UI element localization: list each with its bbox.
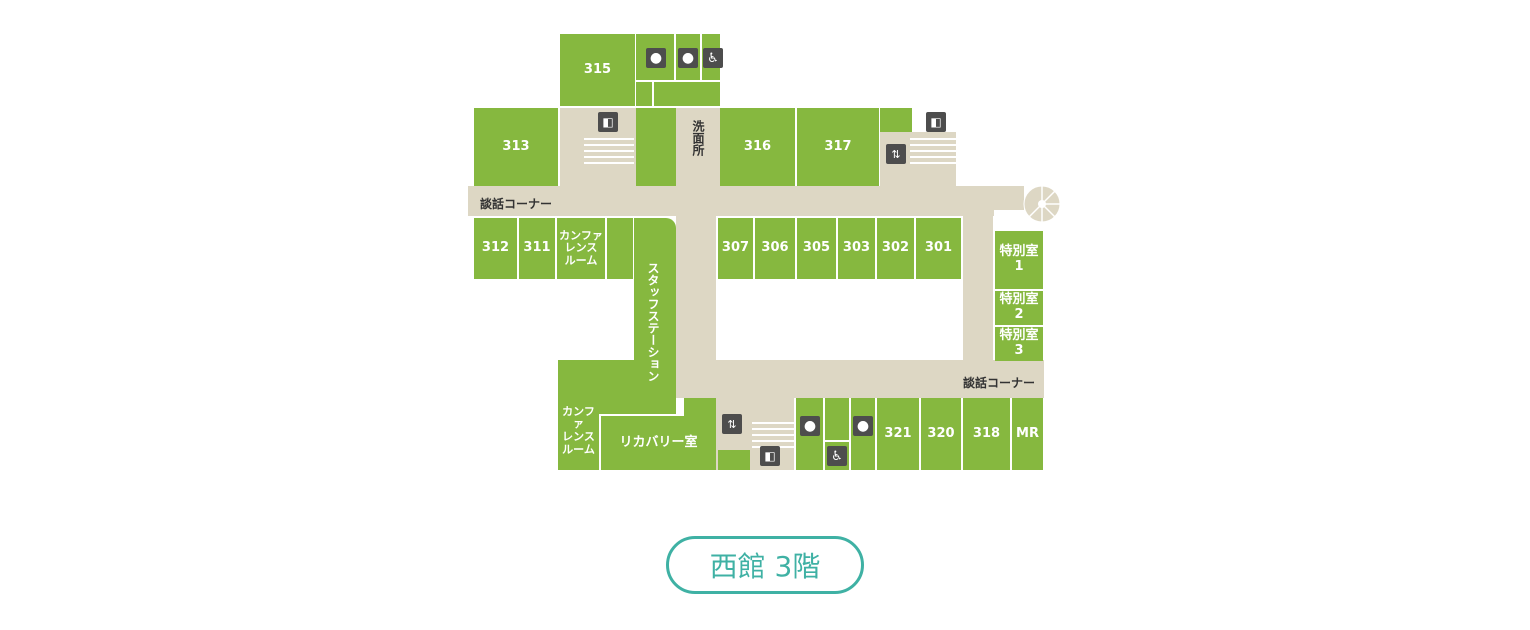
female-restroom-icon: ● [646, 48, 666, 68]
floor-badge-label: 西館 3階 [709, 550, 821, 583]
room-302[interactable]: 302 [877, 218, 914, 279]
room-318-label: 318 [972, 425, 1001, 441]
room-312-label: 312 [481, 240, 510, 256]
corridor-south [676, 360, 1044, 398]
room-301-label: 301 [924, 240, 953, 256]
room-316-label: 316 [743, 138, 772, 154]
room-mr[interactable]: MR [1012, 398, 1043, 470]
stairs-icon: ◧ [760, 446, 780, 466]
recovery-room-label: リカバリー室 [619, 434, 698, 450]
floor-badge[interactable]: 西館 3階 [666, 536, 864, 594]
special-room-3[interactable]: 特別室 3 [995, 327, 1043, 361]
room-305[interactable]: 305 [797, 218, 836, 279]
stairs-ne [910, 134, 956, 166]
stairs-nw [584, 134, 634, 166]
corridor-west-vertical [676, 216, 716, 398]
room-316[interactable]: 316 [720, 108, 795, 186]
spiral-stairs [1023, 185, 1061, 223]
room-315[interactable]: 315 [560, 34, 635, 106]
accessible-restroom-icon: ♿ [703, 48, 723, 68]
special-room-2-label: 特別室 2 [999, 292, 1039, 322]
room-306[interactable]: 306 [755, 218, 795, 279]
special-room-1-label: 特別室 1 [999, 244, 1039, 274]
room-storage-north [636, 108, 676, 186]
room-305-label: 305 [802, 240, 831, 256]
room-mr-label: MR [1016, 425, 1039, 441]
room-315-label: 315 [583, 61, 612, 77]
room-317[interactable]: 317 [797, 108, 879, 186]
room-303[interactable]: 303 [838, 218, 875, 279]
restroom-utility-south [825, 398, 849, 440]
recovery-room[interactable]: リカバリー室 [601, 416, 716, 470]
room-301[interactable]: 301 [916, 218, 961, 279]
washroom-label: 洗面所 [691, 120, 705, 156]
room-307-label: 307 [721, 240, 750, 256]
lounge-east-label: 談話コーナー [963, 376, 1036, 390]
room-311[interactable]: 311 [519, 218, 555, 279]
room-311-label: 311 [523, 240, 551, 256]
male-restroom-icon: ● [678, 48, 698, 68]
room-306-label: 306 [761, 240, 789, 256]
special-room-1[interactable]: 特別室 1 [995, 231, 1043, 289]
conference-room-south[interactable]: カンファ レンス ルーム [558, 392, 599, 470]
room-320[interactable]: 320 [921, 398, 961, 470]
conference-room-north-label: カンファ レンス ルーム [559, 228, 603, 267]
room-313-label: 313 [502, 138, 530, 154]
room-small-mid [607, 218, 633, 279]
room-small-south [718, 450, 750, 470]
room-313[interactable]: 313 [474, 108, 558, 186]
room-302-label: 302 [881, 240, 910, 256]
conference-room-north[interactable]: カンファ レンス ルーム [557, 218, 605, 279]
elevator-icon: ⇅ [886, 144, 906, 164]
conference-room-south-label: カンファ レンス ルーム [562, 404, 595, 456]
room-303-label: 303 [842, 240, 871, 256]
male-restroom-icon: ● [853, 416, 873, 436]
corridor-east-stub [994, 186, 1024, 210]
staff-station-label: スタッフステーション [646, 262, 660, 382]
utility-north [654, 82, 720, 106]
accessible-restroom-icon: ♿ [827, 446, 847, 466]
recovery-room-upper [684, 398, 716, 416]
room-321-label: 321 [884, 425, 912, 441]
room-318[interactable]: 318 [963, 398, 1010, 470]
elevator-icon: ⇅ [722, 414, 742, 434]
room-307[interactable]: 307 [718, 218, 753, 279]
room-317-label: 317 [824, 138, 852, 154]
special-room-3-label: 特別室 3 [999, 328, 1039, 358]
room-321[interactable]: 321 [877, 398, 919, 470]
corridor-north-washroom [676, 108, 720, 186]
corridor-main [468, 186, 994, 216]
room-320-label: 320 [927, 425, 955, 441]
stairs-icon: ◧ [598, 112, 618, 132]
lounge-west-label: 談話コーナー [480, 197, 553, 211]
female-restroom-icon: ● [800, 416, 820, 436]
stairs-south [752, 418, 794, 448]
special-room-2[interactable]: 特別室 2 [995, 291, 1043, 325]
utility-north-left [636, 82, 652, 106]
room-small-ne [880, 108, 912, 132]
floor-map: 315 313 316 317 312 311 カンファ レンス ルーム スタッ… [468, 34, 1061, 470]
stairs-icon: ◧ [926, 112, 946, 132]
room-312[interactable]: 312 [474, 218, 517, 279]
